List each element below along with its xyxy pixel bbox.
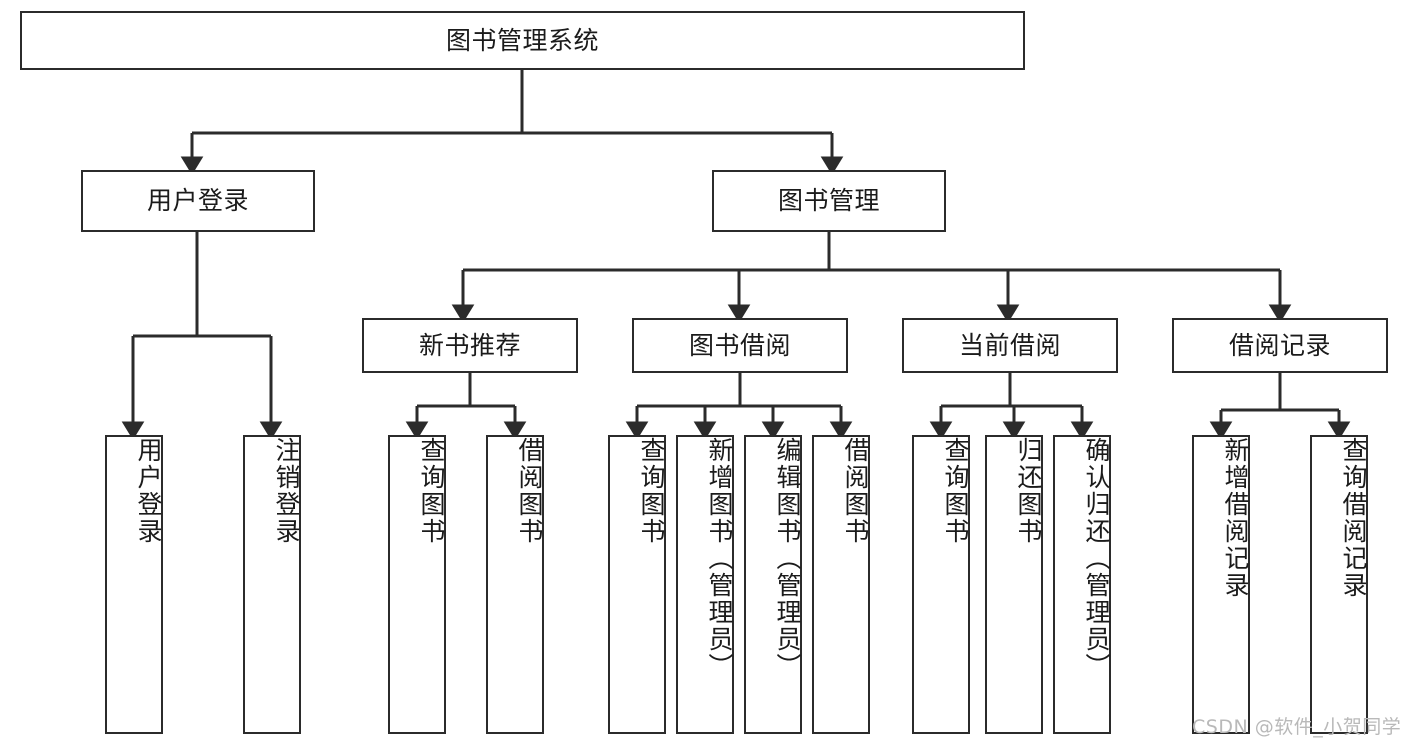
leaf-query-book-new[interactable]: 查询图书 <box>388 435 446 734</box>
leaf-borrow-book-label: 借阅图书 <box>841 437 870 545</box>
node-new-book-recommend-label: 新书推荐 <box>418 330 521 360</box>
leaf-return-book-label: 归还图书 <box>1014 437 1043 545</box>
leaf-user-login-label: 用户登录 <box>134 437 163 545</box>
leaf-confirm-return-admin[interactable]: 确认归还（管理员） <box>1053 435 1111 734</box>
leaf-borrow-book-new-label: 借阅图书 <box>515 437 544 545</box>
node-book-management-label: 图书管理 <box>777 186 880 216</box>
leaf-logout-label: 注销登录 <box>272 437 301 545</box>
leaf-query-book-borrow-label: 查询图书 <box>637 437 666 545</box>
leaf-logout[interactable]: 注销登录 <box>243 435 301 734</box>
node-root[interactable]: 图书管理系统 <box>20 11 1025 70</box>
leaf-query-borrow-record[interactable]: 查询借阅记录 <box>1310 435 1368 734</box>
node-book-borrow[interactable]: 图书借阅 <box>632 318 848 373</box>
leaf-user-login[interactable]: 用户登录 <box>105 435 163 734</box>
node-user-login-label: 用户登录 <box>146 186 249 216</box>
leaf-add-borrow-record-label: 新增借阅记录 <box>1221 437 1250 599</box>
leaf-query-borrow-record-label: 查询借阅记录 <box>1339 437 1368 599</box>
leaf-query-book-borrow[interactable]: 查询图书 <box>608 435 666 734</box>
node-borrow-record-label: 借阅记录 <box>1228 330 1331 360</box>
leaf-borrow-book-new[interactable]: 借阅图书 <box>486 435 544 734</box>
leaf-return-book[interactable]: 归还图书 <box>985 435 1043 734</box>
leaf-edit-book-admin-label: 编辑图书（管理员） <box>773 437 802 680</box>
leaf-add-borrow-record[interactable]: 新增借阅记录 <box>1192 435 1250 734</box>
node-current-borrow[interactable]: 当前借阅 <box>902 318 1118 373</box>
node-current-borrow-label: 当前借阅 <box>958 330 1061 360</box>
leaf-add-book-admin-label: 新增图书（管理员） <box>705 437 734 680</box>
leaf-query-book-current[interactable]: 查询图书 <box>912 435 970 734</box>
watermark: CSDN @软件_小贺同学 <box>1192 716 1402 738</box>
leaf-borrow-book[interactable]: 借阅图书 <box>812 435 870 734</box>
node-borrow-record[interactable]: 借阅记录 <box>1172 318 1388 373</box>
leaf-confirm-return-admin-label: 确认归还（管理员） <box>1082 437 1111 680</box>
leaf-query-book-current-label: 查询图书 <box>941 437 970 545</box>
node-book-borrow-label: 图书借阅 <box>688 330 791 360</box>
node-user-login[interactable]: 用户登录 <box>81 170 315 232</box>
node-book-management[interactable]: 图书管理 <box>712 170 946 232</box>
node-new-book-recommend[interactable]: 新书推荐 <box>362 318 578 373</box>
leaf-add-book-admin[interactable]: 新增图书（管理员） <box>676 435 734 734</box>
leaf-query-book-new-label: 查询图书 <box>417 437 446 545</box>
node-root-label: 图书管理系统 <box>445 25 599 55</box>
leaf-edit-book-admin[interactable]: 编辑图书（管理员） <box>744 435 802 734</box>
